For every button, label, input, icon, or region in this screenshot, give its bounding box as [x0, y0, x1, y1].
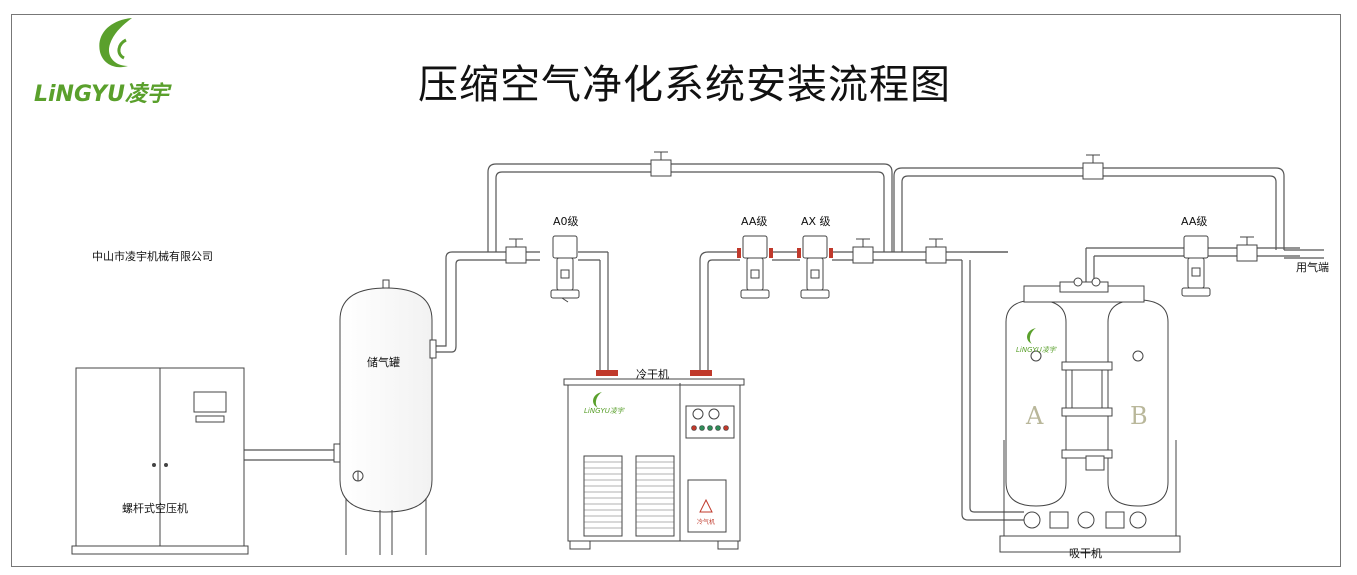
- brand-logo-icon: [99, 18, 132, 68]
- outlet-label: 用气端: [1296, 261, 1329, 274]
- filter-aa-outlet-icon: [1181, 235, 1211, 297]
- air-tank-icon: [333, 279, 437, 555]
- dryer-indicator-lights: [691, 425, 729, 431]
- ball-valve-icon: [505, 151, 1258, 264]
- filter-ax-label: AX 级: [801, 215, 831, 228]
- adsorber-logo-text: LiNGYU凌宇: [1016, 346, 1056, 354]
- dryer-logo-text: LiNGYU凌宇: [584, 407, 624, 415]
- company-name: 中山市凌宇机械有限公司: [92, 250, 213, 263]
- tower-b-label: B: [1130, 402, 1148, 430]
- page-title: 压缩空气净化系统安装流程图: [418, 62, 951, 108]
- filter-ax-icon: [797, 235, 833, 299]
- adsorption-dryer-label: 吸干机: [1069, 547, 1102, 560]
- adsorber-logo-icon: [1027, 328, 1036, 344]
- brand-logo-text: LiNGYU凌宇: [34, 82, 169, 107]
- refrigerated-dryer-label: 冷干机: [636, 368, 669, 381]
- screw-compressor-icon: [71, 367, 249, 555]
- filter-aa-outlet-label: AA级: [1181, 215, 1208, 228]
- dryer-logo-icon: [593, 392, 602, 408]
- filter-a0-icon: [550, 235, 580, 303]
- compressor-label: 螺杆式空压机: [122, 502, 188, 515]
- filter-a0-label: A0级: [553, 215, 579, 228]
- dryer-grille: [584, 461, 674, 529]
- tank-label: 储气罐: [367, 356, 400, 369]
- filter-aa-label: AA级: [741, 215, 768, 228]
- filter-aa-icon: [737, 235, 773, 299]
- tower-a-label: A: [1026, 402, 1044, 430]
- adsorption-dryer-icon: [999, 277, 1181, 553]
- warning-label: 冷气机: [697, 519, 716, 526]
